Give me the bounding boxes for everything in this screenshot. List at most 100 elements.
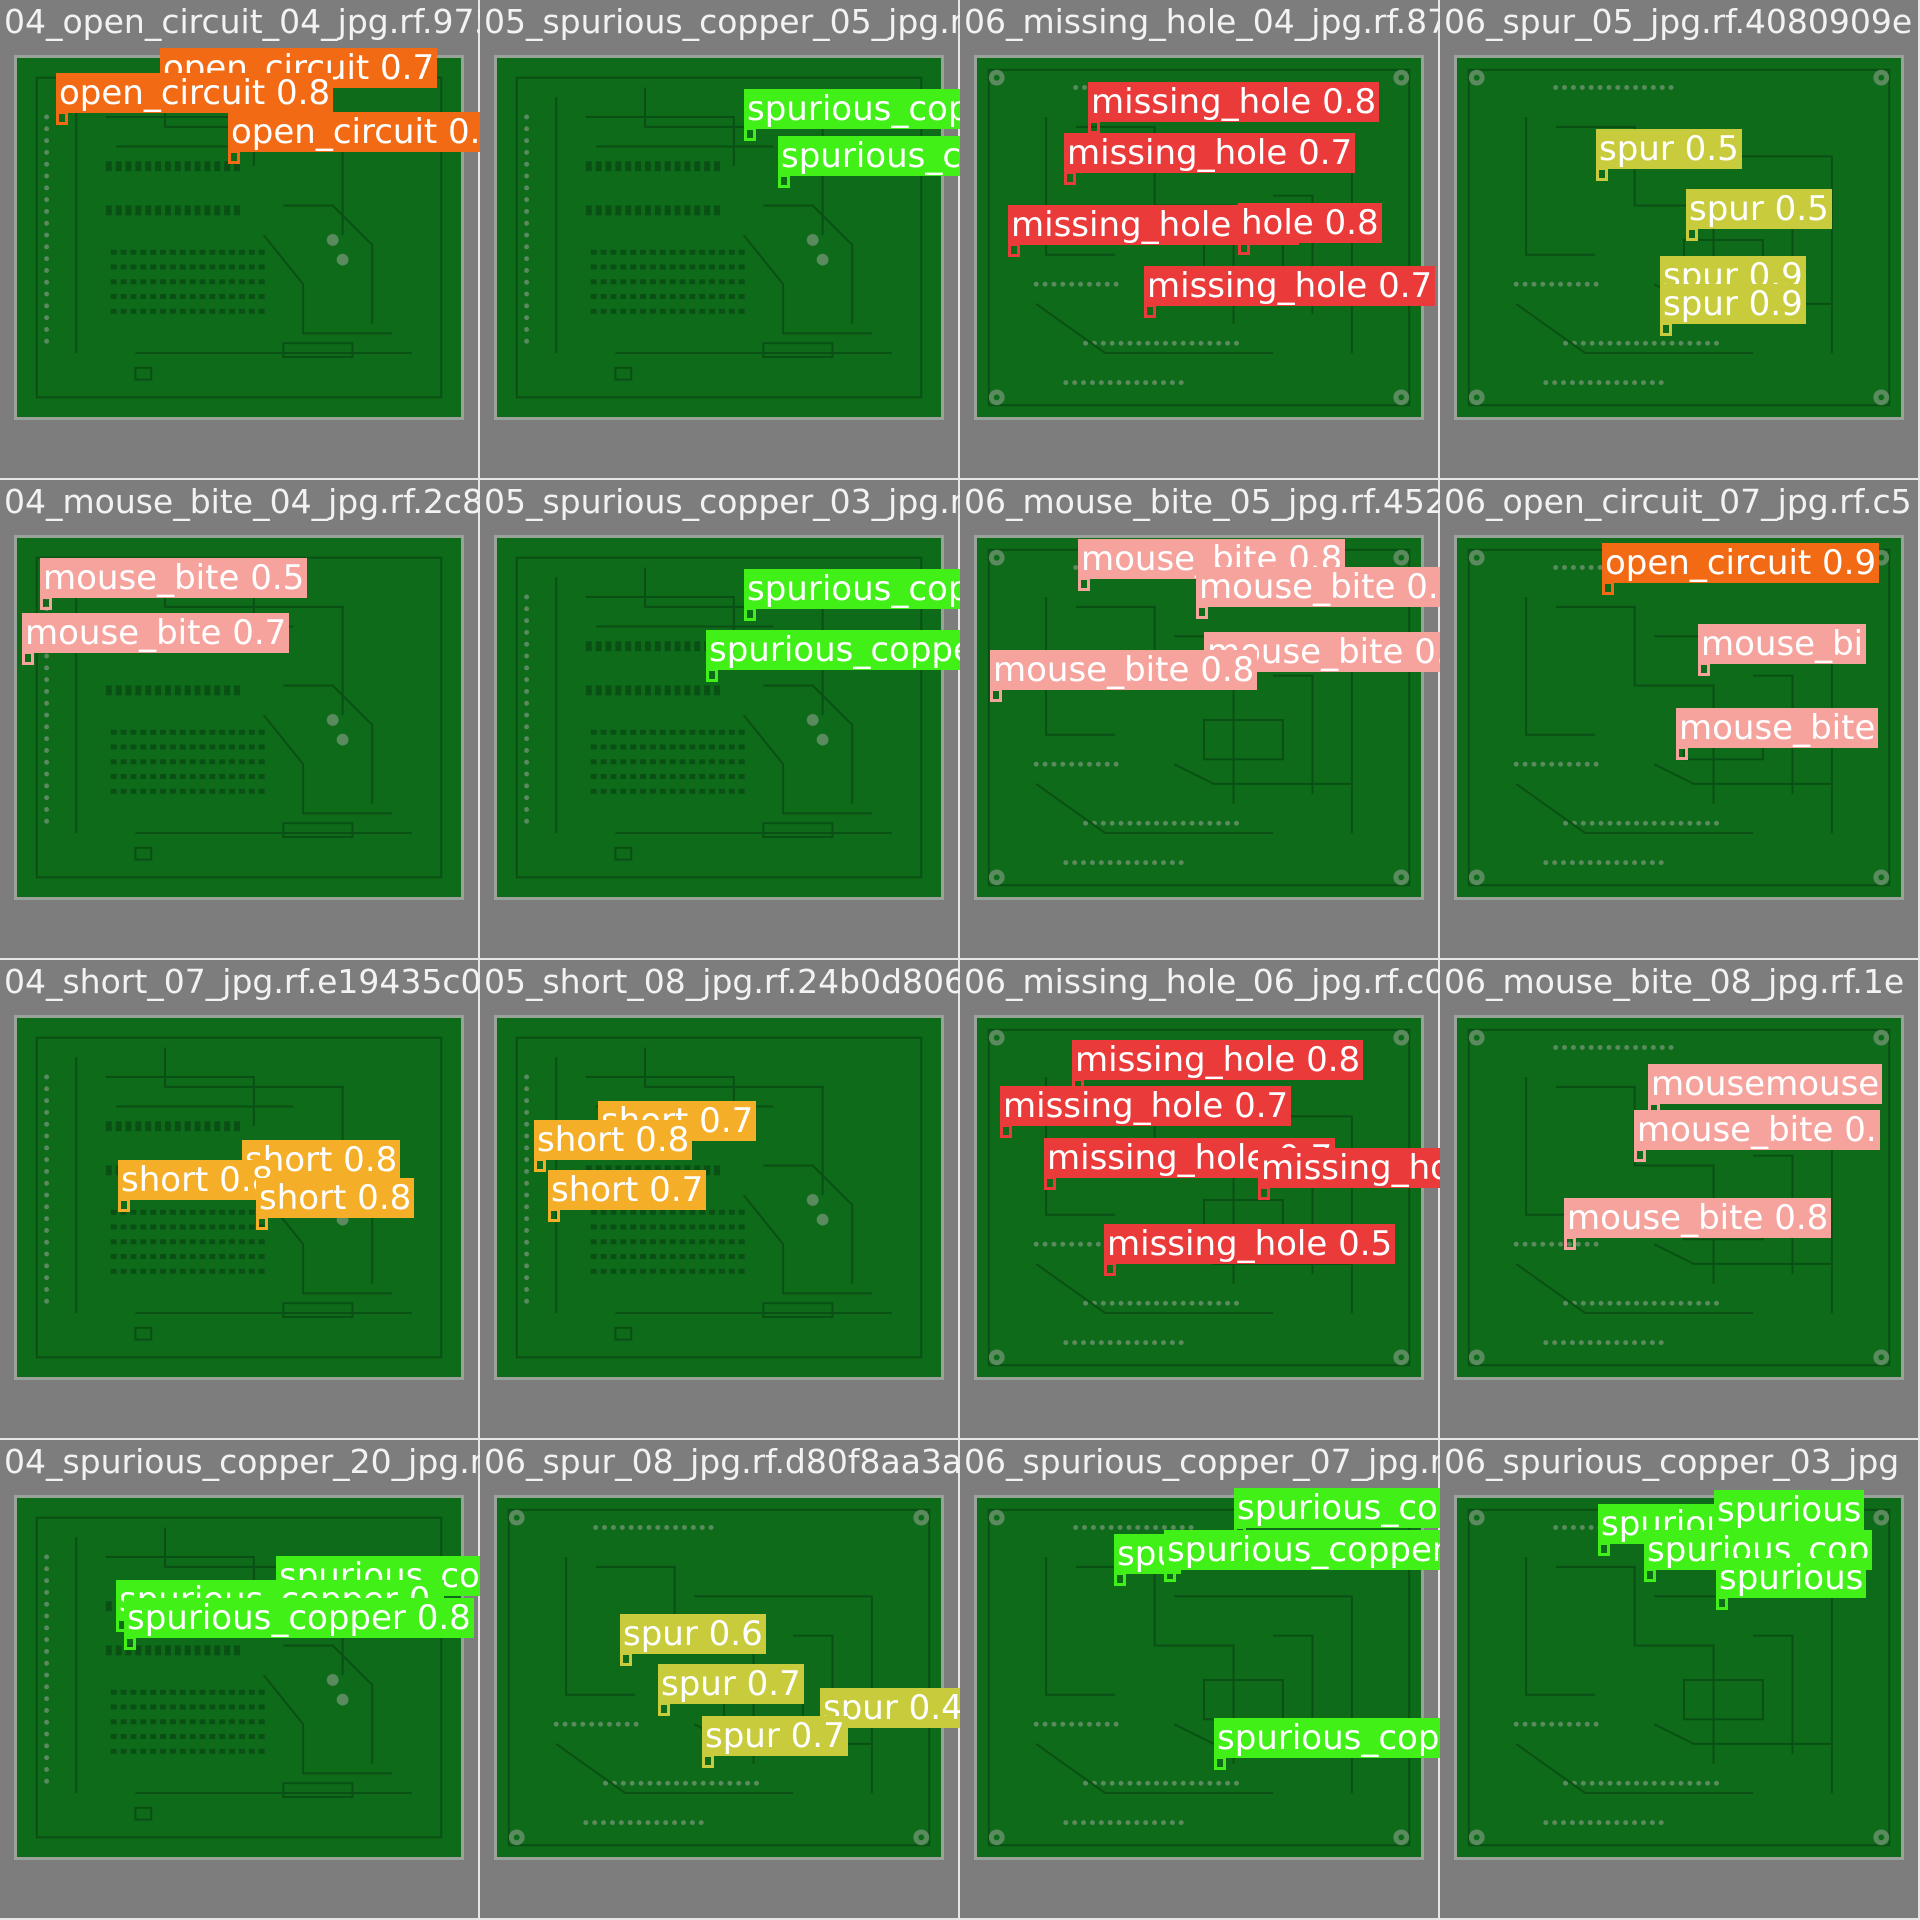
detection-box	[1686, 227, 1698, 241]
detection-box	[124, 1636, 136, 1650]
pcb-board-artwork	[515, 76, 923, 399]
detection-label-mouse-bite: mouse_bi	[1698, 624, 1867, 664]
detection-label-spurious-copper: spurious_copper 0	[744, 89, 960, 129]
detection-box	[22, 651, 34, 665]
detection-box	[1144, 304, 1156, 318]
tile-filename: 06_spur_05_jpg.rf.4080909e	[1444, 2, 1913, 41]
detection-box	[1644, 1568, 1656, 1582]
detection-box	[1596, 167, 1608, 181]
detection-label-mouse-bite: mousemouse	[1648, 1064, 1883, 1104]
tile-filename: 04_spurious_copper_20_jpg.rf.d80f8aa308	[4, 1442, 480, 1481]
detection-box	[990, 688, 1002, 702]
detection-label-open-circuit: open_circuit 0.8	[56, 73, 334, 113]
detection-label-mouse-bite: mouse_bite	[1676, 708, 1879, 748]
tile-filename: 04_open_circuit_04_jpg.rf.97593bd3127530	[4, 2, 480, 41]
detection-box	[1716, 1596, 1728, 1610]
detection-label-short: short 0.8	[256, 1178, 415, 1218]
detection-label-missing-hole: missing_hole 0.8	[1072, 1040, 1364, 1080]
detection-box	[658, 1702, 670, 1716]
image-tile: 06_open_circuit_07_jpg.rf.c5 open_circuit…	[1440, 480, 1920, 960]
detection-label-missing-hole: missing_hole 0.7	[1144, 266, 1436, 306]
tile-filename: 05_short_08_jpg.rf.24b0d8067ed9d19d91d7	[484, 962, 960, 1001]
tile-filename: 06_spur_08_jpg.rf.d80f8aa3a08	[484, 1442, 960, 1481]
detection-label-missing-hole: missing_hole 0.5	[1104, 1224, 1396, 1264]
image-tile: 06_missing_hole_06_jpg.rf.c063e67b4ed098…	[960, 960, 1440, 1440]
detection-label-missing-hole: hole 0.8	[1238, 203, 1382, 243]
tile-filename: 06_open_circuit_07_jpg.rf.c5	[1444, 482, 1912, 521]
tile-filename: 06_mouse_bite_05_jpg.rf.45249006c825bc7	[964, 482, 1440, 521]
detection-label-spur: spur 0.6	[620, 1614, 766, 1654]
detection-label-short: short 0.7	[548, 1170, 707, 1210]
detection-box	[1698, 662, 1710, 676]
pcb-board-artwork	[1467, 1028, 1891, 1367]
detection-box	[1078, 577, 1090, 591]
tile-filename: 04_mouse_bite_04_jpg.rf.2c84544154afb7b1	[4, 482, 480, 521]
image-tile: 04_open_circuit_04_jpg.rf.97593bd3127530…	[0, 0, 480, 480]
image-tile: 04_spurious_copper_20_jpg.rf.d80f8aa308s…	[0, 1440, 480, 1920]
detection-label-mouse-bite: mouse_bite 0.5	[40, 558, 308, 598]
detection-box	[1598, 1542, 1610, 1556]
detection-box	[706, 668, 718, 682]
pcb-image	[14, 1495, 464, 1860]
detection-label-missing-hole: missing_hole 0.7	[1000, 1086, 1292, 1126]
detection-label-missing-hole: missing_hole 0.7	[1258, 1148, 1440, 1188]
detection-box	[548, 1208, 560, 1222]
detection-label-spur: spur 0.7	[658, 1664, 804, 1704]
detection-label-spurious-copper: spurious	[1714, 1490, 1865, 1530]
detection-box	[1634, 1148, 1646, 1162]
pcb-board-artwork	[515, 556, 923, 879]
detection-label-spurious-copper: spurious_copp	[778, 136, 960, 176]
detection-label-missing-hole: missing_hole 0.7	[1064, 133, 1356, 173]
detection-box	[1114, 1572, 1126, 1586]
detection-label-spurious-copper: spurious	[1716, 1558, 1867, 1598]
detection-box	[1602, 581, 1614, 595]
detection-box	[1564, 1236, 1576, 1250]
detection-label-open-circuit: open_circuit 0.9	[1602, 543, 1880, 583]
tile-filename: 05_spurious_copper_05_jpg.rf.4fe5c6bf21d	[484, 2, 960, 41]
detection-box	[1008, 243, 1020, 257]
image-tile: 06_missing_hole_04_jpg.rf.876c6063354c30…	[960, 0, 1440, 480]
detection-box	[1676, 746, 1688, 760]
pcb-image	[1454, 55, 1904, 420]
detection-label-spur: spur 0.5	[1596, 129, 1742, 169]
image-tile: 06_mouse_bite_05_jpg.rf.45249006c825bc7m…	[960, 480, 1440, 960]
detection-box	[228, 150, 240, 164]
detection-box	[1088, 120, 1100, 134]
tile-filename: 06_spurious_copper_07_jpg.rf.5d5aa41	[964, 1442, 1440, 1481]
detection-box	[744, 127, 756, 141]
detection-label-spurious-copper: spurious_copper 0.7	[1164, 1530, 1440, 1570]
pcb-board-artwork	[35, 1516, 443, 1839]
image-tile: 05_spurious_copper_03_jpg.rf.6fd59e870es…	[480, 480, 960, 960]
tile-filename: 05_spurious_copper_03_jpg.rf.6fd59e870e	[484, 482, 960, 521]
detection-box	[1196, 605, 1208, 619]
image-tile: 05_spurious_copper_05_jpg.rf.4fe5c6bf21d…	[480, 0, 960, 480]
detection-label-spurious-copper: spurious_copper 0.7	[1234, 1488, 1440, 1528]
detection-label-short: short 0.8	[118, 1160, 277, 1200]
image-tile: 04_short_07_jpg.rf.e19435c0433ffca208a64…	[0, 960, 480, 1440]
detection-label-spur: spur 0.7	[702, 1716, 848, 1756]
image-tile: 06_spurious_copper_07_jpg.rf.5d5aa41spur…	[960, 1440, 1440, 1920]
detection-box	[1064, 171, 1076, 185]
detection-box	[534, 1158, 546, 1172]
pcb-board-artwork	[1467, 68, 1891, 407]
detection-label-mouse-bite: mouse_bite 0.7	[22, 613, 290, 653]
detection-box	[744, 607, 756, 621]
detection-label-open-circuit: open_circuit 0.7	[228, 112, 480, 152]
pcb-board-artwork	[1467, 1508, 1891, 1847]
detection-label-open-circuit: open_circuit 0.7	[160, 48, 438, 88]
detection-box	[1258, 1186, 1270, 1200]
pcb-board-artwork	[987, 1508, 1411, 1847]
detection-label-mouse-bite: mouse_bite 0.	[1634, 1110, 1880, 1150]
tile-filename: 06_missing_hole_04_jpg.rf.876c6063354c30	[964, 2, 1440, 41]
detection-box	[1104, 1262, 1116, 1276]
detection-box	[118, 1198, 130, 1212]
detection-box	[256, 1216, 268, 1230]
detection-box	[1660, 322, 1672, 336]
detection-box	[40, 596, 52, 610]
tile-filename: 06_missing_hole_06_jpg.rf.c063e67b4ed098	[964, 962, 1440, 1001]
